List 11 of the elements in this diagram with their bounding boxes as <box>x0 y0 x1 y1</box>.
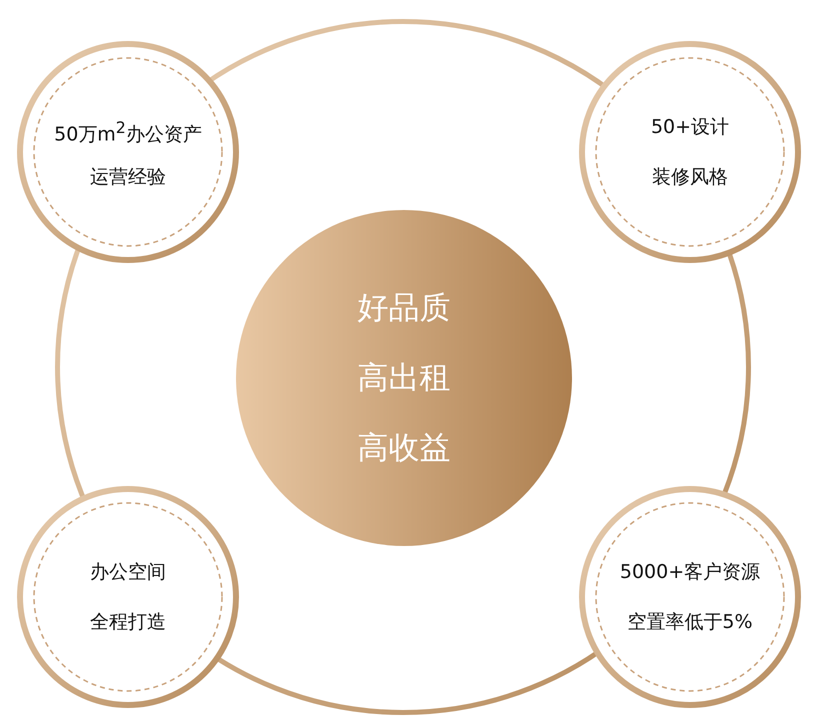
feature-text: 办公空间 <box>89 560 167 584</box>
feature-text: 全程打造 <box>89 610 167 634</box>
feature-text: 装修风格 <box>651 164 729 190</box>
feature-text: 运营经验 <box>89 164 167 190</box>
feature-text: 50+设计 <box>650 114 730 140</box>
feature-text: 空置率低于5% <box>626 610 754 634</box>
feature-text: 50万m$^{2}$办公资产 <box>53 116 203 147</box>
feature-text: 5000+客户资源 <box>618 560 762 584</box>
slogan-text: 好品质 <box>356 290 452 326</box>
slogan-text: 高出租 <box>356 360 452 396</box>
slogan-text: 高收益 <box>356 430 452 466</box>
